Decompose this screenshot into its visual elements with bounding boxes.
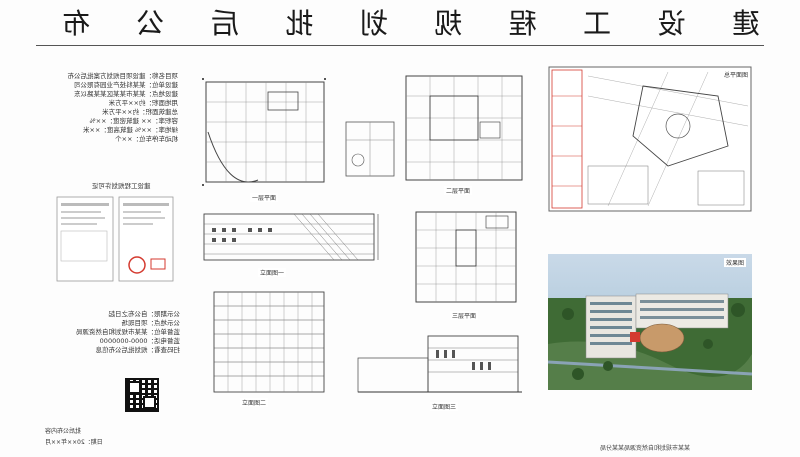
info-line: 容积率：×× 建筑密度：××%: [89, 117, 178, 125]
info-line: 建设地点：某某市某某区某某路以东: [74, 90, 178, 98]
title-char: 划: [357, 7, 388, 40]
title-char: 批: [283, 7, 314, 40]
title-char: 后: [208, 7, 239, 40]
title-divider: [36, 45, 764, 46]
info-line: 项目名称：建设项目规划方案批后公布: [67, 72, 179, 80]
floor-plan-1: [202, 78, 326, 186]
title-char: 工: [581, 7, 612, 40]
plan-3-caption: 三层平面: [450, 311, 479, 320]
title-char: 程: [506, 7, 537, 40]
floor-plan-3: [415, 211, 517, 303]
plan-1-caption: 一层平面: [250, 193, 279, 202]
title-char: 规: [432, 7, 463, 40]
contact-line: 监督电话：0000-0000000: [99, 337, 180, 345]
contact-line: 公示地点：项目现场: [121, 319, 181, 327]
elevation-3: [357, 335, 522, 393]
info-line: 机动车停车位：××个: [115, 135, 178, 143]
floor-plan-2: [405, 75, 523, 181]
info-line: 建设单位：某某科技产业园有限公司: [74, 81, 178, 89]
red-stamp-icon: [128, 256, 146, 274]
rendering-caption: 效果图: [724, 258, 747, 267]
elevation-2: [213, 291, 325, 393]
site-plan: [548, 66, 752, 212]
board-title: 建 设 工 程 规 划 批 后 公 布: [60, 4, 760, 40]
contact-line: 监督单位：某某市规划和自然资源局: [76, 328, 180, 336]
detail-sketch: [345, 121, 395, 177]
approval-doc-label: 建设工程规划许可证: [92, 182, 151, 190]
permit-documents: [56, 196, 174, 282]
contact-line: 公示期限：自公布之日起: [108, 310, 181, 318]
contact-info: 公示期限：自公布之日起 公示地点：项目现场 监督单位：某某市规划和自然资源局 监…: [60, 310, 180, 355]
project-info: 项目名称：建设项目规划方案批后公布 建设单位：某某科技产业园有限公司 建设地点：…: [48, 72, 179, 144]
info-line: 总建筑面积：约××平方米: [102, 108, 178, 116]
elevation-1-caption: 立面图一: [258, 268, 287, 277]
title-char: 设: [655, 7, 686, 40]
site-plan-caption: 总平面图: [722, 70, 751, 79]
footer-date: 日期：20××年××月: [45, 439, 103, 446]
elevation-3-caption: 立面图三: [430, 402, 459, 411]
elevation-1: [203, 213, 379, 261]
plan-2-caption: 二层平面: [444, 186, 473, 195]
qr-code-icon[interactable]: [125, 378, 159, 412]
elevation-2-caption: 立面图二: [240, 398, 269, 407]
building-rendering: [548, 254, 752, 390]
title-char: 公: [134, 7, 165, 40]
info-line: 用地面积：约××平方米: [108, 99, 178, 107]
title-char: 布: [60, 7, 91, 40]
info-line: 绿地率：××% 建筑高度：××米: [82, 126, 178, 134]
title-char: 建: [729, 7, 760, 40]
footer-left-line: 批后公布内容: [45, 428, 82, 435]
footer-publisher: 某某市规划和自然资源局某某分局: [600, 445, 691, 452]
contact-line: 扫码查看：规划批后公布信息: [95, 346, 181, 354]
